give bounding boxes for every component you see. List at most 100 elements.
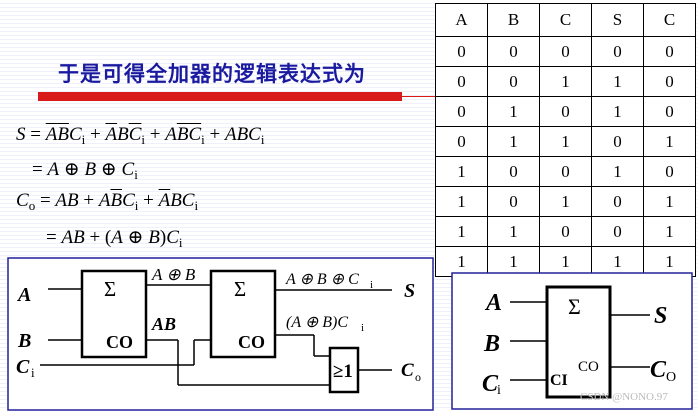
slide-title: 于是可得全加器的逻辑表达式为	[58, 62, 366, 86]
truth-table-cell: 1	[435, 246, 488, 277]
truth-table-cell: 1	[643, 126, 696, 157]
truth-table-cell: 0	[539, 36, 592, 67]
equation-sum: S = ABCi + ABCi + ABCi + ABCi	[16, 124, 264, 148]
left-input-c: C	[16, 356, 30, 378]
eq-co-lhs: C	[16, 190, 29, 211]
equation-carry: Co = AB + ABCi + ABCi	[16, 190, 198, 214]
watermark: CSDN @NONO.97	[580, 391, 668, 403]
eq-term: AB	[55, 190, 79, 211]
half-adder-1-sigma: Σ	[104, 277, 116, 301]
right-output-c-sub: O	[666, 370, 676, 385]
eq-term: A	[111, 227, 123, 248]
or-gate-label: ≥1	[333, 361, 353, 382]
eq-xor-op: ⊕	[96, 159, 122, 180]
left-input-a: A	[16, 284, 31, 306]
truth-table-cell: 0	[591, 36, 644, 67]
left-output-s: S	[404, 280, 415, 302]
eq-term: C	[68, 124, 82, 145]
truth-table-cell: 1	[435, 156, 488, 187]
eq-sub: i	[141, 132, 145, 147]
eq-sub: i	[194, 198, 199, 213]
eq-plus: +	[83, 190, 99, 211]
eq-term: B	[148, 227, 160, 248]
eq-sub: i	[134, 198, 139, 213]
title-underline-bar	[38, 92, 402, 101]
right-output-s: S	[654, 303, 667, 329]
eq-term: ABC	[224, 124, 261, 145]
half-adder-1-co: CO	[106, 332, 133, 352]
left-output-c-sub: o	[415, 370, 421, 384]
eq-xor-op: ⊕	[122, 227, 149, 248]
eq-term: A	[47, 159, 60, 180]
eq-term: A	[158, 190, 171, 211]
eq-term: A	[98, 190, 111, 211]
eq-equals: =	[39, 190, 56, 211]
right-input-a: A	[484, 290, 502, 316]
right-input-b: B	[483, 331, 500, 357]
half-adder-1	[80, 269, 148, 359]
full-adder-sigma: Σ	[568, 294, 581, 319]
eq-term: A	[165, 124, 177, 145]
full-adder-ci: CI	[550, 372, 568, 389]
eq-term: B	[57, 124, 69, 145]
eq-paren: )	[159, 227, 167, 248]
eq-sub: i	[178, 235, 183, 250]
label-s-expression: A ⊕ B ⊕ C	[285, 271, 359, 288]
eq-sub: i	[260, 132, 265, 147]
circuit-right-wires	[510, 301, 650, 381]
truth-table-cell: 1	[643, 216, 696, 247]
eq-term: C	[121, 159, 135, 180]
circuit-right-frame	[451, 272, 693, 410]
eq-term: B	[176, 124, 189, 145]
eq-term: C	[122, 190, 135, 211]
truth-table-header-cell: C	[539, 3, 592, 37]
truth-table-cell: 1	[591, 246, 644, 277]
left-input-b: B	[17, 330, 31, 352]
right-output-c: C	[650, 357, 667, 383]
full-adder-block	[545, 285, 612, 399]
eq-term: B	[84, 159, 97, 180]
eq-equals: =	[46, 227, 62, 248]
label-carry-expression-sub: i	[361, 322, 364, 334]
eq-sub: o	[28, 198, 36, 213]
truth-table-header-cell: S	[591, 3, 644, 37]
eq-term: A	[45, 124, 58, 145]
eq-term: C	[188, 124, 202, 145]
label-s-expression-sub: i	[370, 279, 373, 291]
half-adder-2-sigma: Σ	[234, 277, 246, 301]
truth-table-cell: 1	[643, 246, 696, 277]
eq-term: C	[166, 227, 179, 248]
truth-table-cell: 0	[591, 216, 644, 247]
truth-table-cell: 0	[435, 36, 488, 67]
eq-s-lhs: S	[16, 124, 26, 145]
eq-sub: i	[81, 132, 86, 147]
eq-plus: +	[149, 124, 166, 145]
truth-table-cell: 0	[591, 186, 644, 217]
truth-table-cell: 0	[435, 66, 488, 97]
eq-equals: =	[30, 124, 46, 145]
label-ab: AB	[151, 314, 176, 334]
left-output-c: C	[401, 360, 414, 381]
eq-term: A	[105, 124, 118, 145]
truth-table-cell: 0	[435, 126, 488, 157]
equation-sum-xor: = A ⊕ B ⊕ Ci	[32, 158, 138, 183]
eq-term: AB	[61, 227, 85, 248]
truth-table-cell: 0	[487, 36, 540, 67]
eq-sub: i	[201, 132, 205, 147]
label-a-xor-b: A ⊕ B	[151, 265, 196, 284]
eq-term: C	[128, 124, 142, 145]
eq-term: BC	[170, 190, 195, 211]
eq-equals: =	[32, 159, 48, 180]
right-input-c: C	[482, 371, 499, 397]
full-adder-co: CO	[578, 359, 599, 375]
eq-xor-op: ⊕	[59, 159, 85, 180]
right-input-c-sub: i	[497, 383, 501, 398]
